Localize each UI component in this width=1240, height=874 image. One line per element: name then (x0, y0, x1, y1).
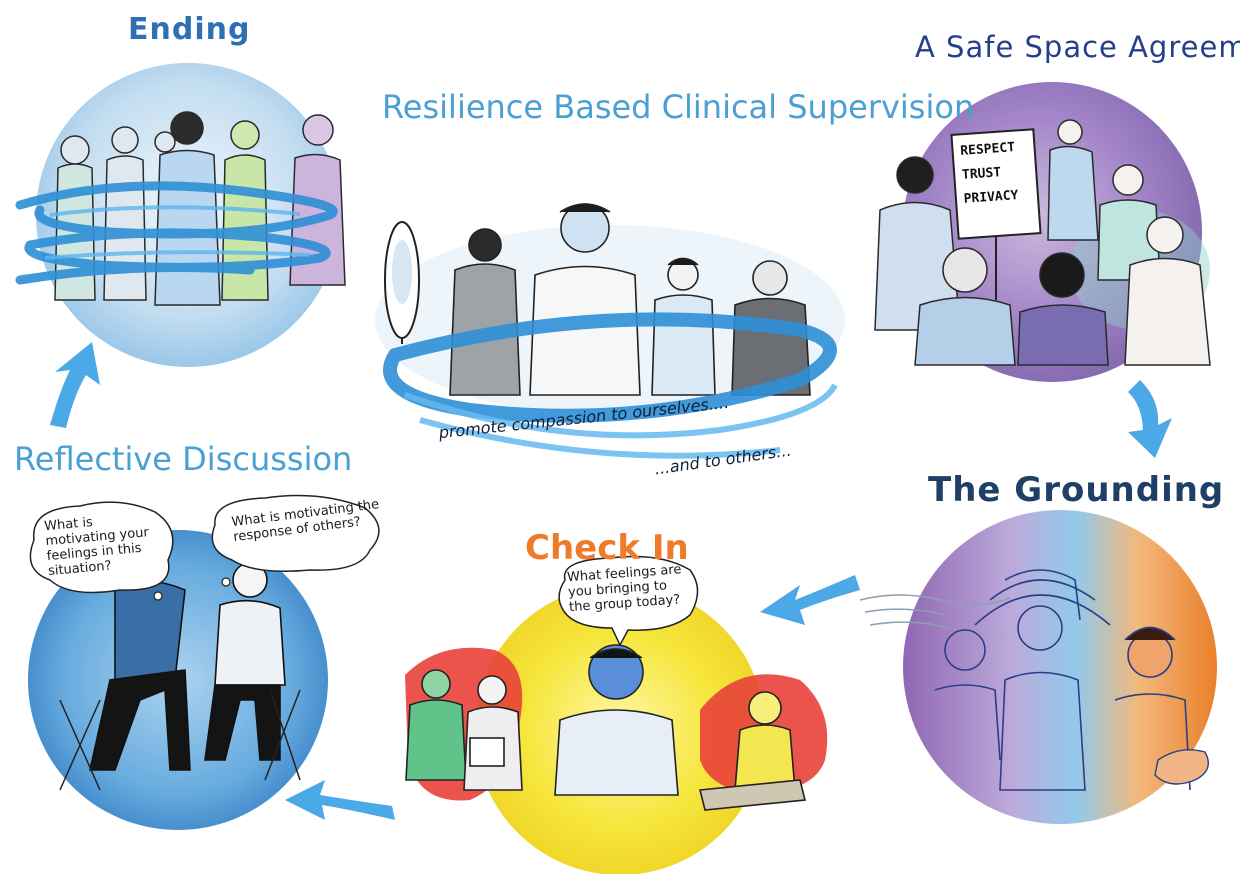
center-illustration (375, 203, 845, 459)
arrow-reflective-to-ending (50, 342, 100, 428)
arrow-grounding-to-checkin (760, 575, 860, 625)
arrow-safe-to-grounding (1128, 380, 1172, 458)
title-check-in: Check In (525, 528, 689, 568)
thought-bubble-left-text: What is motivating your feelings in this… (43, 515, 150, 580)
grounding-circle (859, 510, 1217, 824)
title-main: Resilience Based Clinical Supervision (382, 88, 975, 126)
flipchart-line-privacy: PRIVACY (963, 188, 1019, 207)
title-ending: Ending (128, 12, 251, 47)
flipchart-line-respect: RESPECT (959, 140, 1016, 159)
check-in-circle (405, 585, 828, 874)
reflective-circle (28, 494, 380, 830)
check-in-speech-bubble (558, 555, 699, 647)
title-the-grounding: The Grounding (928, 470, 1225, 510)
flow-arrows (50, 342, 1172, 820)
ending-circle (15, 63, 346, 367)
title-safe-space-agreement: A Safe Space Agreement (915, 30, 1240, 64)
safe-space-circle (874, 82, 1211, 382)
flipchart-text: RESPECT TRUST PRIVACY (960, 136, 1020, 212)
check-in-speech-text: What feelings are you bringing to the gr… (566, 562, 682, 616)
arrow-checkin-to-reflective (285, 780, 395, 820)
title-reflective-discussion: Reflective Discussion (14, 440, 353, 478)
